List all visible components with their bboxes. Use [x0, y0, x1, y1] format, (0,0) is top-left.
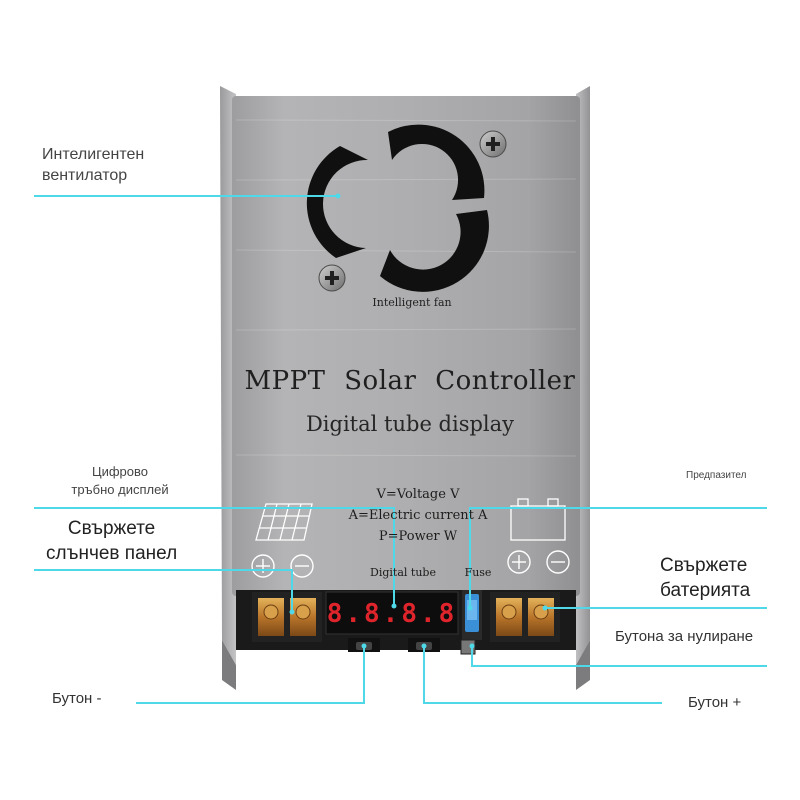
- fan-caption: Intelligent fan: [372, 296, 452, 309]
- callout-button-minus: Бутон -: [52, 690, 102, 707]
- callout-fan-line2: вентилатор: [42, 167, 128, 184]
- callout-solar-panel: Свържете слънчев панел: [46, 516, 177, 566]
- callout-display-line2: тръбно дисплей: [71, 482, 169, 497]
- legend-power: P=Power W: [378, 529, 458, 544]
- device-subtitle: Digital tube display: [305, 412, 515, 436]
- callout-reset: Бутона за нулиране: [615, 628, 754, 645]
- fuse-caption: Fuse: [464, 566, 492, 579]
- battery-icon: [510, 498, 566, 541]
- callout-fan: Интелигентен вентилатор: [42, 144, 144, 186]
- units-legend: V=Voltage V A=Electric current A P=Power…: [318, 484, 518, 547]
- solar-terminal[interactable]: [252, 592, 322, 642]
- callout-battery-line2: батерията: [660, 580, 751, 601]
- digital-tube-display: [325, 591, 459, 635]
- callout-lines: [34, 195, 767, 704]
- callout-solar-line1: Свържете: [67, 518, 156, 539]
- callout-display: Цифрово тръбно дисплей: [60, 463, 180, 499]
- fuse: [462, 590, 482, 640]
- digital-tube-caption: Digital tube: [370, 566, 436, 579]
- minus-circle-icon: [546, 550, 570, 574]
- callout-battery-line1: Свържете: [660, 555, 748, 576]
- callout-display-line1: Цифрово: [91, 464, 149, 479]
- device-title: MPPT Solar Controller: [244, 366, 576, 396]
- screw-icon: [318, 264, 346, 292]
- callout-fuse: Предпазител: [686, 470, 747, 481]
- screw-icon: [479, 130, 507, 158]
- callout-button-plus: Бутон +: [688, 694, 742, 711]
- fan-icon: [306, 124, 489, 292]
- solar-panel-icon: [255, 503, 313, 541]
- display-readout: 8.8.8.8: [327, 599, 458, 629]
- legend-current: A=Electric current A: [348, 508, 488, 523]
- battery-terminal[interactable]: [490, 592, 560, 642]
- callout-battery: Свържете батерията: [660, 553, 750, 603]
- callout-fan-line1: Интелигентен: [42, 146, 145, 163]
- callout-solar-line2: слънчев панел: [46, 543, 178, 564]
- legend-voltage: V=Voltage V: [376, 487, 460, 502]
- minus-circle-icon: [290, 554, 314, 578]
- plus-circle-icon: [507, 550, 531, 574]
